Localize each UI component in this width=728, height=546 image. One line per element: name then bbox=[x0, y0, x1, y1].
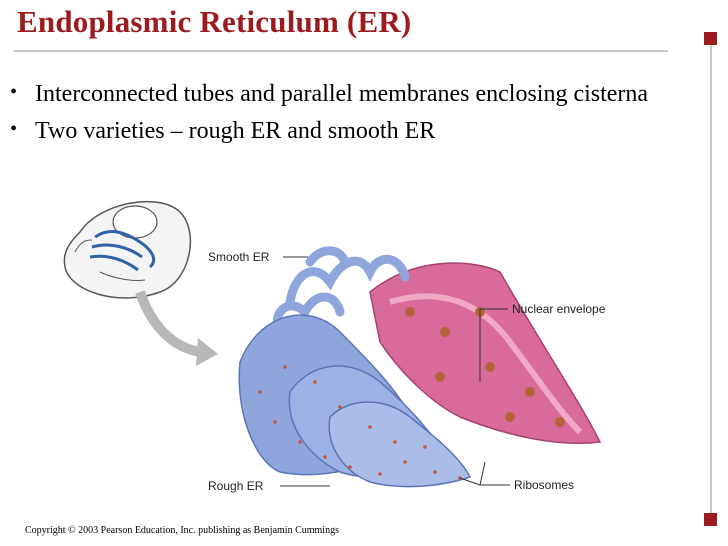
nuclear-envelope-shape bbox=[369, 262, 602, 445]
nuclear-pores bbox=[405, 307, 565, 427]
nuclear-envelope-leader bbox=[479, 308, 508, 382]
cell-sketch-icon bbox=[63, 200, 192, 299]
slide-title: Endoplasmic Reticulum (ER) bbox=[17, 4, 412, 39]
bullet-item: • Interconnected tubes and parallel membr… bbox=[10, 80, 690, 109]
arrow-head-icon bbox=[196, 338, 218, 366]
smooth-er-label: Smooth ER bbox=[208, 250, 270, 264]
ribosomes-label: Ribosomes bbox=[514, 478, 574, 492]
rough-er-label: Rough ER bbox=[208, 479, 264, 493]
ribosomes-leader bbox=[459, 461, 510, 486]
arrow-icon bbox=[135, 290, 202, 357]
bullet-icon: • bbox=[10, 81, 18, 103]
er-illustration: Smooth ER Nuclear envelope Rough ER Ribo… bbox=[63, 200, 606, 493]
bullet-item: • Two varieties – rough ER and smooth ER bbox=[10, 117, 690, 146]
rough-er-stack bbox=[238, 314, 472, 488]
accent-square-bottom bbox=[704, 513, 717, 526]
ribosome-dots bbox=[258, 365, 462, 480]
smooth-er-tubules bbox=[272, 246, 410, 337]
accent-divider bbox=[710, 45, 712, 515]
copyright-footer: Copyright © 2003 Pearson Education, Inc.… bbox=[25, 525, 339, 536]
bullet-text: Two varieties – rough ER and smooth ER bbox=[35, 118, 436, 144]
bullet-text: Interconnected tubes and parallel membra… bbox=[35, 81, 649, 107]
title-divider bbox=[14, 50, 668, 52]
nuclear-envelope-label: Nuclear envelope bbox=[512, 302, 606, 316]
accent-square-top bbox=[704, 32, 717, 45]
bullet-list: • Interconnected tubes and parallel membr… bbox=[10, 80, 690, 154]
bullet-icon: • bbox=[10, 118, 18, 140]
